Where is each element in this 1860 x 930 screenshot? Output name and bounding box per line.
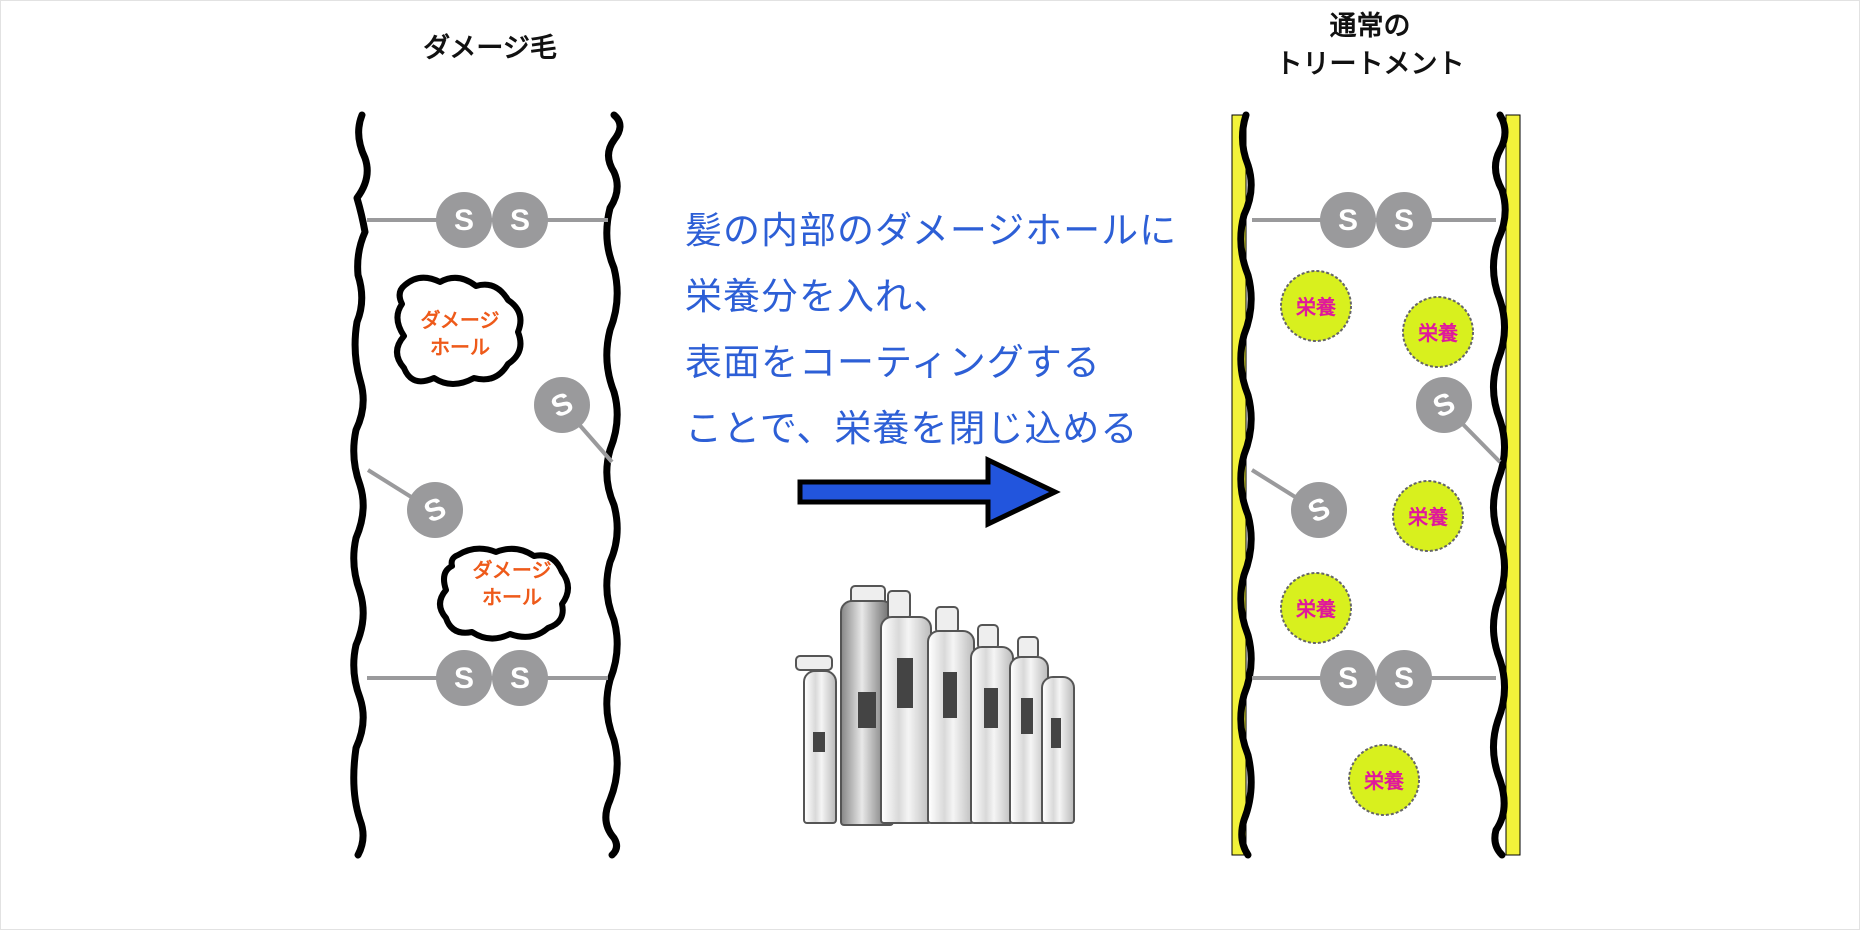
damage-hole-shape [437,545,571,642]
disulfide-bond-circle [436,650,492,706]
normal-treatment-title-line1: 通常の [1329,11,1411,42]
bond-letter: S [1394,204,1414,237]
pump-bottle [880,616,932,824]
disulfide-bond-circle [492,192,548,248]
nutrient-text: 栄養 [1417,321,1459,345]
treated-hair-strand: S S S S S S 栄養 栄養 栄養 栄養 栄養 [1231,111,1521,859]
pump-bottle [1041,676,1075,824]
nutrient-circle [1280,572,1352,644]
damaged-hair-strand: S S S S S S ダメージ ホール ダメージ ホール [350,111,624,859]
bond-letter: S [1338,204,1358,237]
damage-hole-text: ダメージ [421,308,500,332]
damage-hole-text: ホール [482,585,542,609]
pump-bottle [927,630,975,824]
normal-treatment-title: 通常の トリートメント [1220,8,1520,84]
disulfide-bond-circle [1376,192,1432,248]
nutrient-circle [1348,744,1420,816]
pump-bottle [970,646,1014,824]
spray-nozzle [795,655,833,671]
bond-letter: S [1338,662,1358,695]
caption-line: 表面をコーティングする [685,341,1101,384]
nutrient-circle [1392,480,1464,552]
bond-letter: S [1394,662,1414,695]
bond-letter: S [454,204,474,237]
coating-layer-right [1505,114,1521,856]
bond-letter: S [510,204,530,237]
caption-line: 髪の内部のダメージホールに [685,209,1178,252]
broken-bond-circle [1291,482,1347,538]
damage-hole-text: ホール [430,335,490,359]
spray-bottle [803,670,837,824]
nutrient-text: 栄養 [1407,505,1449,529]
disulfide-bond-circle [492,650,548,706]
right-hair-edge-outer [1237,111,1255,859]
damage-hole-text: ダメージ [473,558,552,582]
damaged-hair-title: ダメージ毛 [423,33,557,64]
bond-letter: S [510,662,530,695]
treatment-bottles-image [775,580,1075,826]
disulfide-bond-circle [436,192,492,248]
disulfide-bond-circle [1320,192,1376,248]
right-arrow-icon [797,456,1061,528]
nutrient-circle [1280,270,1352,342]
caption-line: 栄養分を入れ、 [685,275,952,318]
bond-letter: S [454,662,474,695]
disulfide-bond-circle [1320,650,1376,706]
nutrient-circle [1402,296,1474,368]
caption-line: ことで、栄養を閉じ込める [685,407,1139,450]
damage-hole-shape [394,274,524,387]
normal-treatment-title-line2: トリートメント [1275,49,1465,80]
broken-bond-circle [1416,377,1472,433]
nutrient-text: 栄養 [1295,597,1337,621]
disulfide-bond-circle [1376,650,1432,706]
broken-bond-circle [534,377,590,433]
left-hair-edge-outer [350,111,371,859]
pump-head [887,590,911,620]
broken-bond-circle [407,482,463,538]
left-hair-edge-inner [602,111,624,859]
nutrient-text: 栄養 [1363,769,1405,793]
right-hair-edge-inner [1490,111,1509,859]
nutrient-text: 栄養 [1295,295,1337,319]
